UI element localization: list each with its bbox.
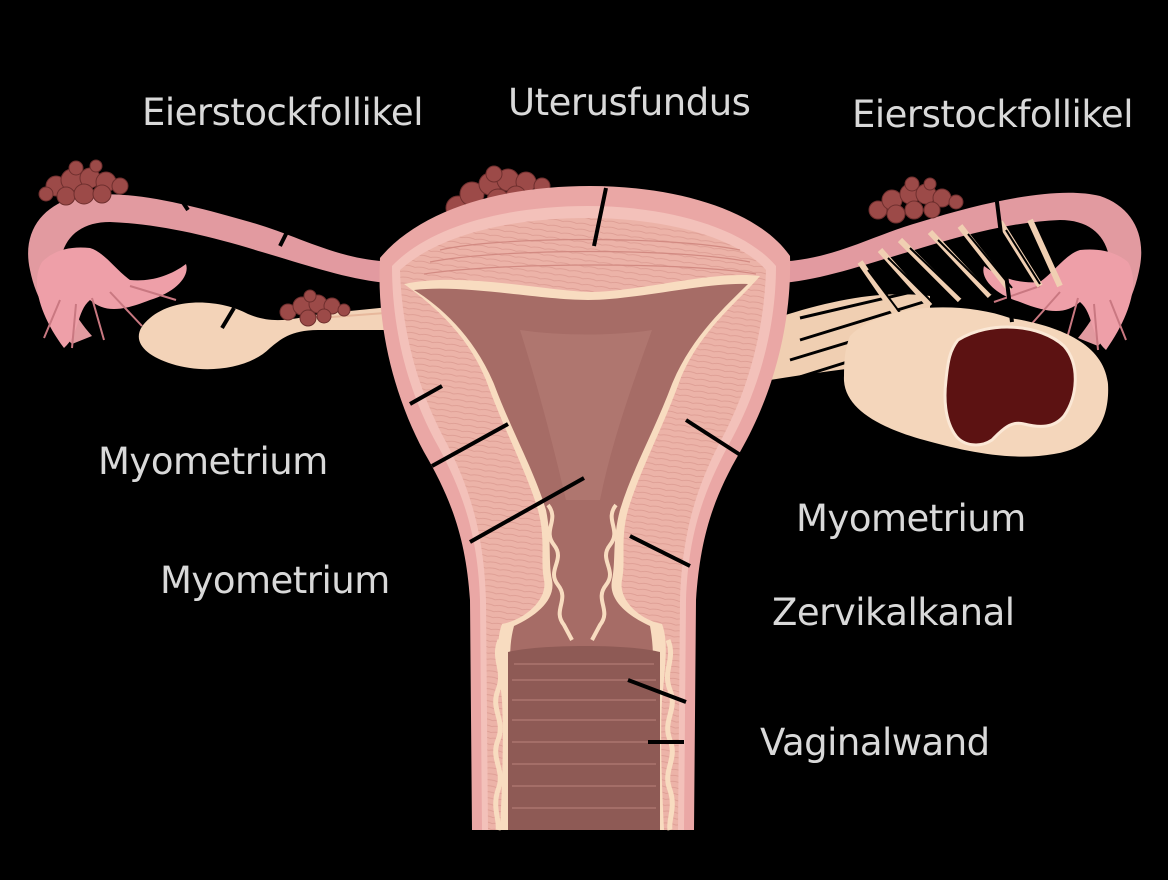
label-follicle-right: Eierstockfollikel — [852, 93, 1133, 136]
leader-follicle-left-1 — [178, 196, 190, 212]
leader-lines — [178, 187, 1014, 744]
label-uterine-fundus: Uterusfundus — [508, 81, 751, 124]
right-fallopian-tube — [770, 192, 1142, 351]
right-ovary — [843, 307, 1109, 457]
leader-myometrium-left-1 — [409, 384, 443, 406]
follicle-cluster-left — [38, 159, 129, 206]
leader-myometrium-left-3 — [469, 476, 585, 544]
left-fallopian-tube — [28, 194, 401, 349]
ovarian-cyst — [943, 325, 1077, 447]
label-myometrium-left-2: Myometrium — [160, 559, 390, 602]
left-ovary — [138, 302, 400, 370]
uterus-body — [379, 186, 791, 831]
label-myometrium-left-1: Myometrium — [98, 440, 328, 483]
leader-follicle-left-3 — [220, 306, 236, 330]
leader-myometrium-right — [684, 418, 744, 458]
label-follicle-left: Eierstockfollikel — [142, 91, 423, 134]
label-cervical-canal: Zervikalkanal — [772, 591, 1015, 634]
leader-follicle-right — [994, 193, 1014, 323]
leader-fundus — [592, 187, 608, 247]
leader-follicle-left-2 — [278, 221, 294, 247]
follicle-cluster-right — [868, 176, 964, 224]
leader-cervical-canal — [629, 534, 691, 568]
label-myometrium-right: Myometrium — [796, 497, 1026, 540]
follicle-cluster-left-lower — [279, 289, 351, 327]
label-vaginal-wall: Vaginalwand — [760, 721, 990, 764]
leader-vaginal-wall-1 — [627, 678, 687, 704]
leader-myometrium-left-2 — [431, 422, 509, 468]
